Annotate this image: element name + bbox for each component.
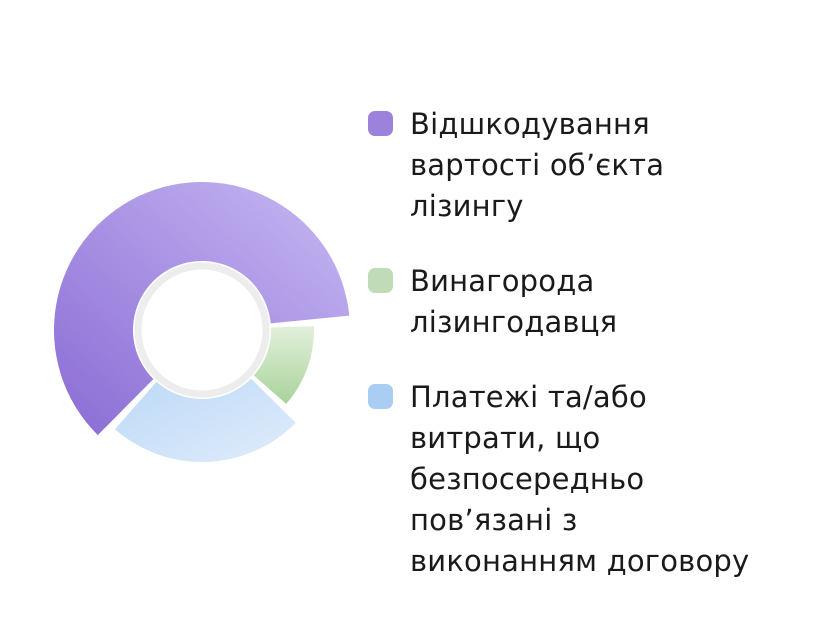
slices-group: [54, 182, 350, 462]
legend-item-lessor-fee: Винагорода лізингодавця: [368, 261, 818, 343]
center-ring: [134, 262, 270, 398]
slice-payments: [114, 378, 296, 462]
legend-label-payments: Платежі та/або витрати, що безпосередньо…: [410, 380, 750, 578]
legend-swatch-blue: [368, 384, 393, 409]
legend-swatch-green: [368, 268, 393, 293]
slice-reimbursement: [54, 182, 350, 436]
slice-lessor-fee: [253, 325, 314, 404]
legend-item-reimbursement: Відшкодування вартості об’єкта лізингу: [368, 104, 818, 227]
legend-label-lessor-fee: Винагорода лізингодавця: [410, 264, 618, 339]
legend-label-reimbursement: Відшкодування вартості об’єкта лізингу: [410, 107, 665, 223]
legend-item-payments: Платежі та/або витрати, що безпосередньо…: [368, 377, 818, 582]
legend: Відшкодування вартості об’єкта лізингу В…: [368, 104, 818, 582]
legend-swatch-purple: [368, 111, 393, 136]
